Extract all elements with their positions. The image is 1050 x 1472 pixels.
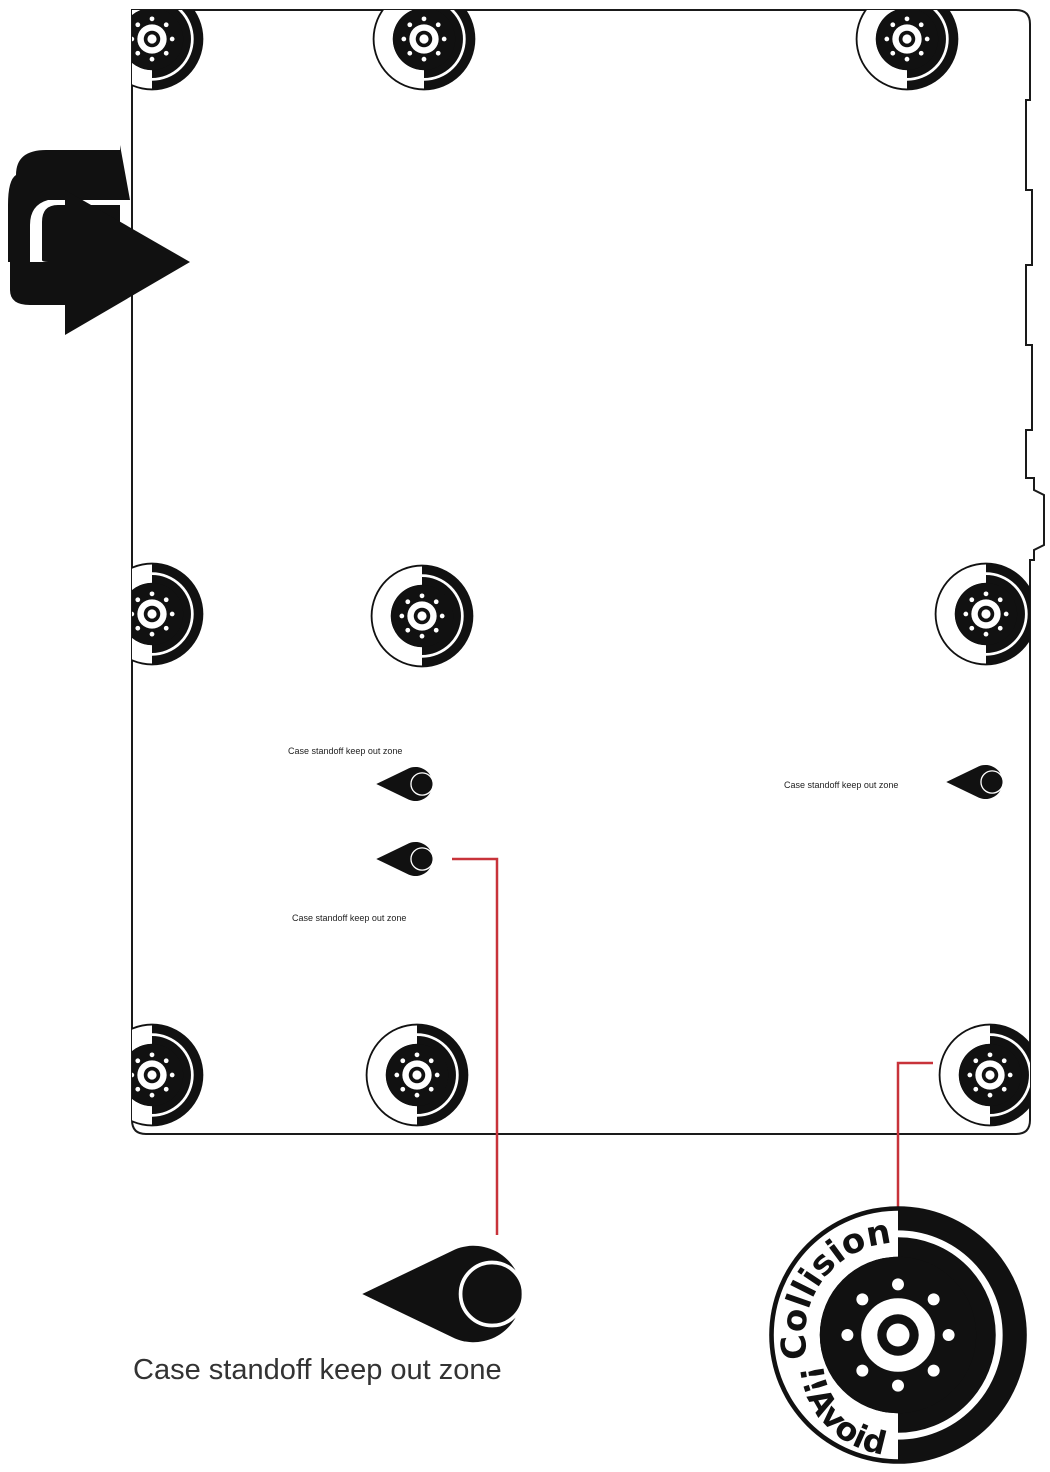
collision-badge-icon xyxy=(364,1022,470,1128)
keepout-marker-icon xyxy=(945,764,1005,800)
keepout-marker-icon xyxy=(375,841,435,877)
badge-text-large: Collision!! !!Avoid xyxy=(0,0,894,1463)
keepout-label-large: Case standoff keep out zone xyxy=(133,1354,502,1386)
collision-badge-icon xyxy=(937,1022,1030,1128)
keepout-label-right: Case standoff keep out zone xyxy=(784,780,899,790)
leader-lines xyxy=(452,857,933,1235)
board-badges xyxy=(132,10,1030,1128)
keepout-label-top-left: Case standoff keep out zone xyxy=(288,746,403,756)
svg-text:Collision!!: Collision!! xyxy=(0,0,894,1362)
keepout-label-bottom-left: Case standoff keep out zone xyxy=(292,913,407,923)
badge-text-top: Collision!! xyxy=(0,0,894,1362)
keepout-marker-icon-large xyxy=(362,1246,523,1342)
collision-badge-icon xyxy=(132,1022,205,1128)
collision-badge-icon xyxy=(933,561,1030,667)
collision-badge-icon xyxy=(132,10,205,92)
collision-badge-icon xyxy=(371,10,477,92)
collision-badge-icon xyxy=(369,563,475,669)
board-outline xyxy=(131,9,1045,1135)
keepout-marker-icon xyxy=(375,766,435,802)
collision-badge-icon xyxy=(854,10,960,92)
rotate-arrow-icon xyxy=(8,145,190,335)
collision-badge-icon xyxy=(132,561,205,667)
